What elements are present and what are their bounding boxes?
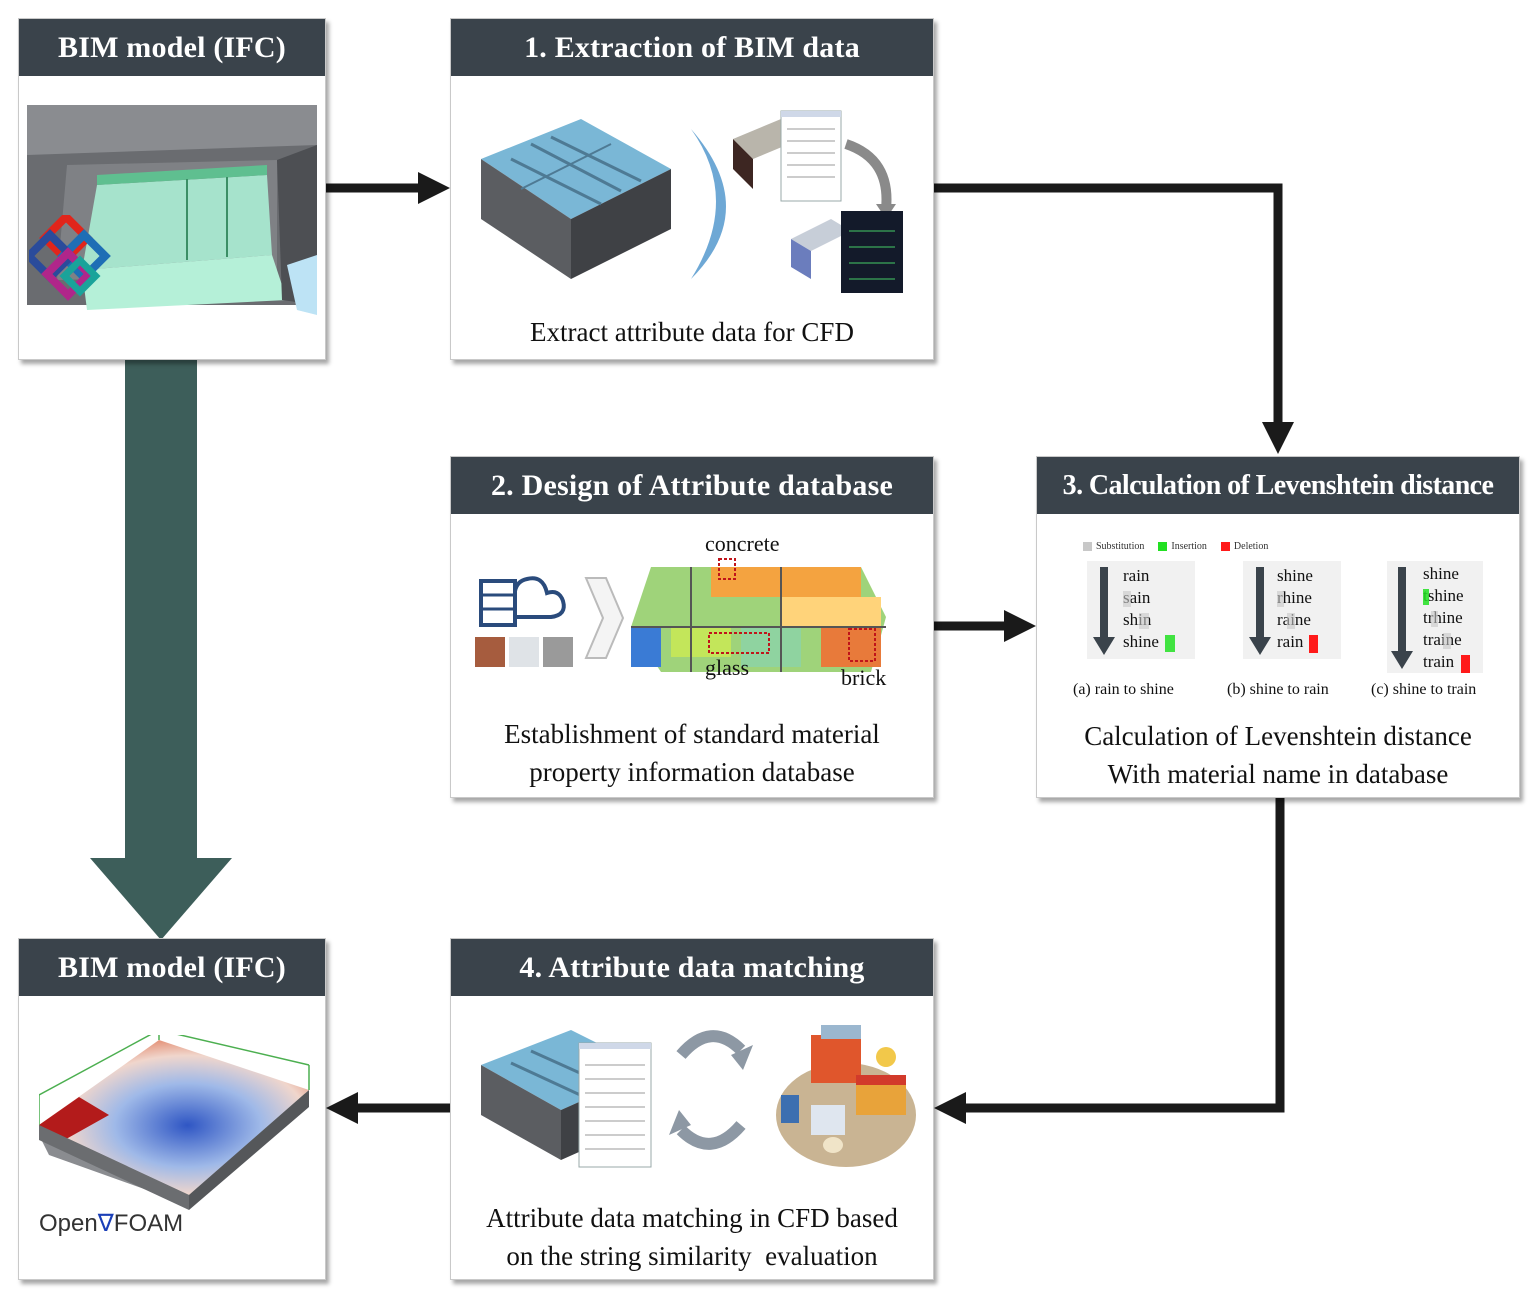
example-a-caption: (a) rain to shine	[1073, 681, 1174, 698]
legend-deletion: Deletion	[1220, 541, 1268, 552]
insertion-mark	[1423, 589, 1429, 605]
word: rhine	[1277, 588, 1312, 607]
step3-caption-line1: Calculation of Levenshtein distance	[1084, 721, 1472, 751]
step3-levenshtein-panel: 3. Calculation of Levenshtein distance S…	[1036, 456, 1520, 798]
material-floorplan-illustration	[631, 558, 886, 672]
arrow-step2-to-step3	[934, 610, 1036, 642]
word: shine	[1277, 566, 1313, 585]
panel-title: 1. Extraction of BIM data	[451, 19, 933, 76]
insertion-mark	[1165, 635, 1175, 652]
step3-caption-line2: With material name in database	[1107, 759, 1449, 789]
down-arrow-icon	[1391, 567, 1413, 669]
panel-title: 3. Calculation of Levenshtein distance	[1037, 457, 1519, 514]
substitution-mark	[1287, 613, 1295, 629]
cfd-result-illustration	[39, 1035, 310, 1210]
deletion-mark	[1309, 635, 1318, 653]
example-a-box: rain sain shin shine	[1087, 561, 1195, 659]
panel-title: 2. Design of Attribute database	[451, 457, 933, 514]
materials-icon	[776, 1025, 916, 1167]
panel-title: BIM model (IFC)	[19, 939, 325, 996]
openfoam-logo: Open∇FOAM	[39, 1210, 184, 1237]
bim-model-bottom-panel: BIM model (IFC) Open∇FOAM	[18, 938, 326, 1280]
step1-caption: Extract attribute data for CFD	[530, 317, 854, 347]
terminal-window-icon	[791, 211, 903, 293]
legend-substitution: Substitution	[1083, 541, 1144, 552]
arrow-step3-to-step4	[934, 798, 1285, 1124]
step4-caption-line1: Attribute data matching in CFD based	[486, 1203, 898, 1233]
chevron-right-icon	[584, 577, 625, 659]
building-model-icon	[481, 119, 671, 279]
step2-caption-line1: Establishment of standard material	[504, 719, 880, 749]
panel-title: 4. Attribute data matching	[451, 939, 933, 996]
arrow-step1-to-step3	[934, 183, 1294, 454]
example-c-box: shine tshine trhine traine train	[1387, 561, 1483, 673]
word: shine	[1123, 632, 1159, 651]
down-arrow-icon	[1093, 567, 1115, 655]
legend-insertion: Insertion	[1158, 541, 1207, 552]
glass-label: glass	[705, 655, 749, 680]
curved-arrow-icon	[844, 139, 892, 210]
word: rain	[1277, 632, 1304, 651]
levenshtein-legend: Substitution Insertion Deletion	[1083, 541, 1268, 552]
example-b-box: shine rhine raine rain	[1243, 561, 1341, 659]
down-arrow-icon	[1249, 567, 1271, 655]
concrete-label: concrete	[705, 531, 780, 556]
bim-model-top-panel: BIM model (IFC)	[18, 18, 326, 360]
nabla-icon: ∇	[97, 1210, 114, 1237]
step4-caption-line2: on the string similarity evaluation	[506, 1241, 878, 1271]
step2-database-panel: 2. Design of Attribute database concrete…	[450, 456, 934, 798]
step1-extraction-panel: 1. Extraction of BIM data	[450, 18, 934, 360]
panel-title: BIM model (IFC)	[19, 19, 325, 76]
substitution-mark	[1123, 591, 1131, 607]
word: traine	[1423, 629, 1462, 651]
substitution-mark	[1277, 591, 1284, 607]
step2-caption-line2: property information database	[529, 757, 855, 787]
deletion-mark	[1461, 655, 1470, 673]
brick-label: brick	[841, 665, 887, 690]
flow-swoosh-icon	[691, 129, 726, 279]
ifc-logo-icon	[29, 215, 111, 301]
substitution-mark	[1443, 633, 1451, 649]
word: train	[1423, 652, 1455, 671]
big-down-arrow	[90, 360, 232, 940]
cloud-database-icon	[475, 576, 573, 667]
word: shine	[1423, 564, 1459, 583]
word: rain	[1123, 566, 1150, 585]
substitution-mark	[1139, 613, 1149, 629]
step4-matching-panel: 4. Attribute data matching	[450, 938, 934, 1280]
sync-cycle-icon	[669, 1030, 753, 1150]
word: trhine	[1423, 608, 1463, 627]
substitution-mark	[1431, 611, 1438, 627]
example-c-caption: (c) shine to train	[1371, 681, 1477, 698]
attribute-window-icon	[578, 1042, 652, 1168]
extraction-illustration	[481, 110, 903, 293]
example-b-caption: (b) shine to rain	[1227, 681, 1329, 698]
arrow-bim-to-step1	[326, 172, 450, 204]
arrow-step4-to-bim	[326, 1092, 450, 1124]
attribute-window-icon	[733, 110, 842, 202]
matching-illustration	[481, 1025, 916, 1168]
word: tshine	[1423, 586, 1464, 605]
